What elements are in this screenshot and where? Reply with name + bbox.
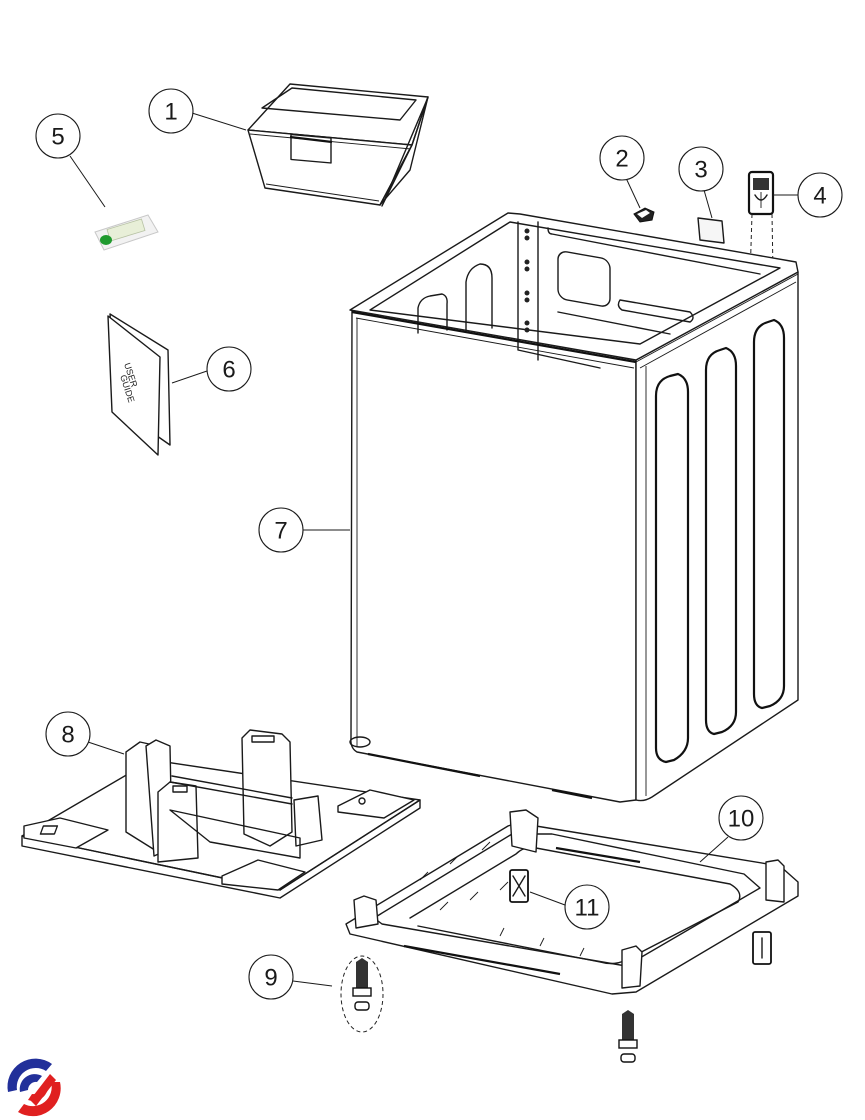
level-bubble-icon xyxy=(100,235,112,245)
callout-6[interactable]: 6 xyxy=(206,346,252,392)
callout-11[interactable]: 11 xyxy=(564,884,610,930)
part-leveling-leg xyxy=(340,955,638,1063)
callout-1-label: 1 xyxy=(164,99,177,126)
callout-2[interactable]: 2 xyxy=(599,135,645,181)
callout-10[interactable]: 10 xyxy=(718,795,764,841)
callout-7[interactable]: 7 xyxy=(258,507,304,553)
post-holes xyxy=(524,228,530,333)
callout-3[interactable]: 3 xyxy=(678,146,724,192)
callouts: 1 2 3 4 5 6 xyxy=(35,88,843,1000)
callout-3-label: 3 xyxy=(694,157,707,184)
callout-6-label: 6 xyxy=(222,357,235,384)
callout-5-label: 5 xyxy=(51,124,64,151)
callout-9[interactable]: 9 xyxy=(248,954,294,1000)
part-frame-insert xyxy=(509,869,772,965)
part-user-guide: USER GUIDE xyxy=(107,313,171,456)
callout-10-label: 10 xyxy=(728,806,755,833)
leg-bolt-icon-2 xyxy=(618,1010,638,1063)
part-clip xyxy=(633,207,655,223)
part-box xyxy=(247,83,429,207)
callout-2-label: 2 xyxy=(615,146,628,173)
callout-7-label: 7 xyxy=(274,518,287,545)
callout-8[interactable]: 8 xyxy=(45,711,91,757)
callout-4[interactable]: 4 xyxy=(797,172,843,218)
callout-1[interactable]: 1 xyxy=(148,88,194,134)
callout-4-label: 4 xyxy=(813,183,826,210)
brand-logo-icon xyxy=(7,1058,61,1117)
part-latch xyxy=(747,170,775,279)
callout-11-label: 11 xyxy=(575,895,600,922)
callout-5[interactable]: 5 xyxy=(35,113,81,159)
callout-9-label: 9 xyxy=(264,965,277,992)
frame-ribs xyxy=(419,841,585,957)
leg-bolt-icon xyxy=(352,958,372,1011)
callout-8-label: 8 xyxy=(61,722,74,749)
part-label-pad xyxy=(697,217,725,244)
part-level-vial xyxy=(94,214,159,251)
part-packing-base xyxy=(21,729,421,899)
part-cabinet xyxy=(349,212,799,803)
